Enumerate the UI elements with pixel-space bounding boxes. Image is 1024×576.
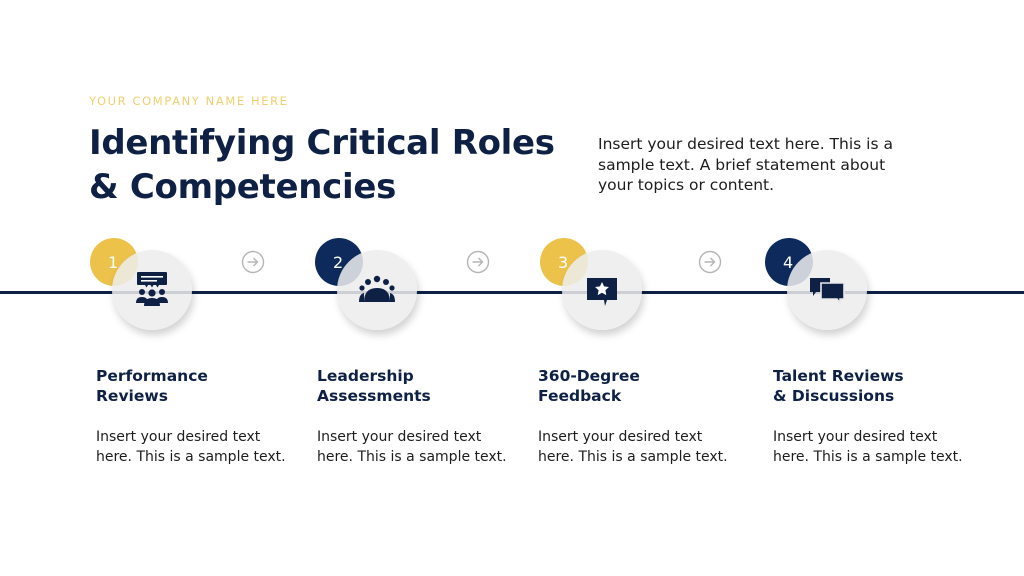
step-4-label: Talent Reviews & Discussions bbox=[773, 367, 904, 405]
step-1: 1 bbox=[90, 238, 210, 338]
title-line-2: & Competencies bbox=[89, 167, 397, 207]
step-number: 1 bbox=[108, 253, 119, 272]
step-number: 3 bbox=[558, 253, 569, 272]
step-3-description: Insert your desired text here. This is a… bbox=[538, 429, 728, 465]
timeline-line bbox=[0, 291, 1024, 294]
arrow-right-circle-icon bbox=[466, 250, 490, 274]
intro-text: Insert your desired text here. This is a… bbox=[598, 135, 893, 194]
step-icon-disc bbox=[112, 250, 192, 330]
meeting-table-icon bbox=[359, 275, 395, 302]
arrow-right-circle-icon bbox=[698, 250, 722, 274]
step-icon-disc bbox=[337, 250, 417, 330]
page-title: Identifying Critical Roles & Competencie… bbox=[89, 121, 555, 209]
step-2-label: Leadership Assessments bbox=[317, 367, 431, 405]
step-2: 2 bbox=[315, 238, 435, 338]
step-1-label: Performance Reviews bbox=[96, 367, 208, 405]
title-line-1: Identifying Critical Roles bbox=[89, 123, 555, 163]
step-4-description: Insert your desired text here. This is a… bbox=[773, 429, 963, 465]
step-icon-disc bbox=[562, 250, 642, 330]
step-icon-disc bbox=[787, 250, 867, 330]
step-2-description: Insert your desired text here. This is a… bbox=[317, 429, 507, 465]
step-number: 2 bbox=[333, 253, 344, 272]
step-3-label: 360-Degree Feedback bbox=[538, 367, 640, 405]
step-number: 4 bbox=[783, 253, 794, 272]
company-name: YOUR COMPANY NAME HERE bbox=[89, 94, 289, 108]
step-4: 4 bbox=[765, 238, 885, 338]
step-1-description: Insert your desired text here. This is a… bbox=[96, 429, 286, 465]
presentation-audience-icon bbox=[136, 272, 168, 306]
arrow-right-circle-icon bbox=[241, 250, 265, 274]
star-speech-bubble-icon bbox=[587, 278, 617, 306]
step-3: 3 bbox=[540, 238, 660, 338]
conversation-bubbles-icon bbox=[810, 278, 845, 306]
